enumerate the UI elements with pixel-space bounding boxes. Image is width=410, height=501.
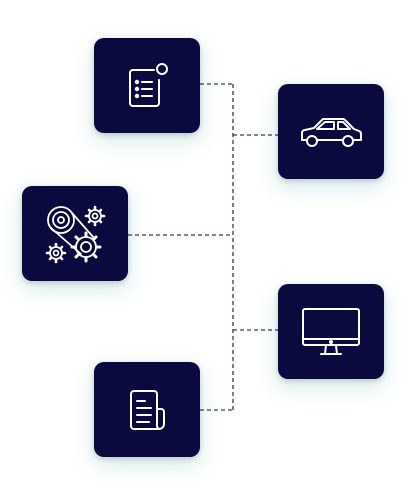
document-icon — [130, 389, 165, 430]
gears-belt-icon — [45, 205, 106, 263]
checklist-tile — [94, 38, 200, 133]
car-tile — [278, 84, 384, 179]
car-icon — [301, 117, 362, 147]
document-tile — [94, 362, 200, 457]
gears-tile — [22, 186, 128, 281]
monitor-tile — [278, 284, 384, 379]
monitor-icon — [302, 307, 360, 355]
checklist-document-icon — [129, 62, 168, 107]
